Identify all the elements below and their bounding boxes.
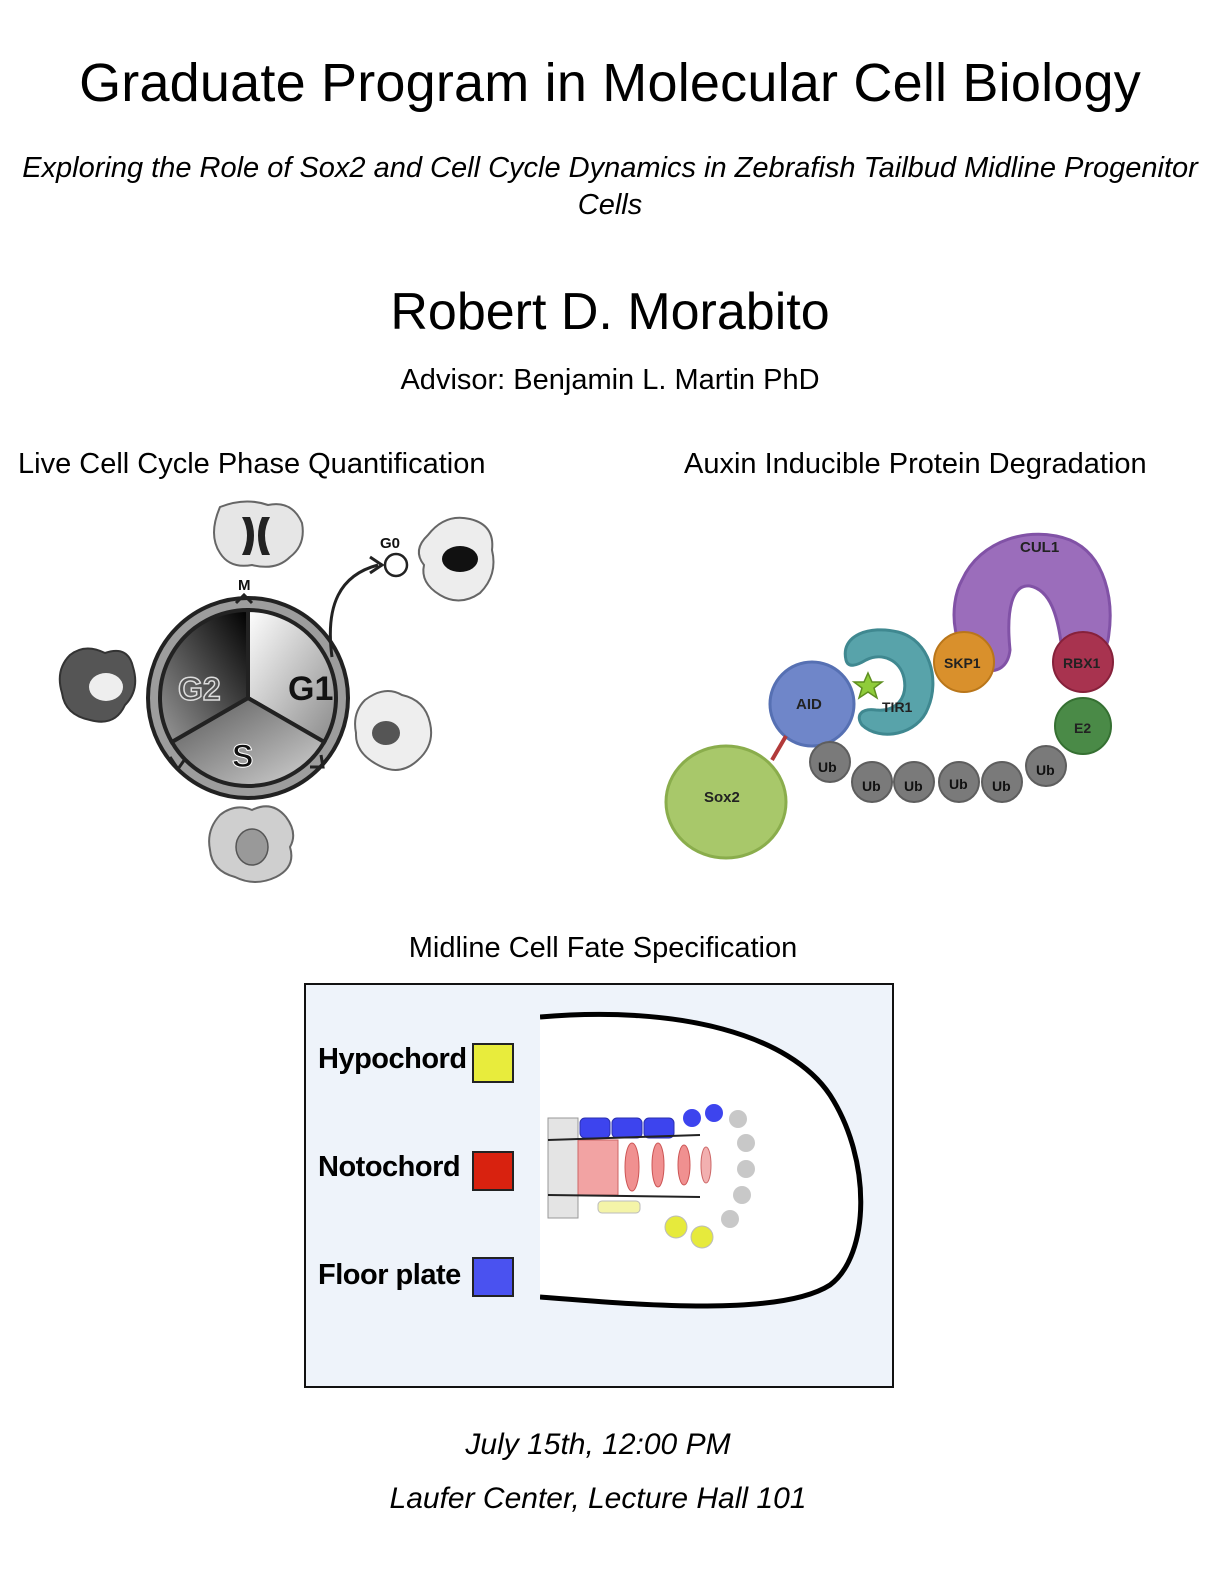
protein-label-skp1: SKP1 <box>944 655 981 671</box>
protein-label-rbx1: RBX1 <box>1063 655 1101 671</box>
event-location: Laufer Center, Lecture Hall 101 <box>389 1482 807 1515</box>
legend-label-hypochord: Hypochord <box>318 1043 467 1075</box>
auxin-degradation-diagram: CUL1 SKP1 RBX1 E2 TIR1 AID Sox2 Ub Ub Ub… <box>664 532 1114 860</box>
midline-figure-panel: Hypochord Notochord Floor plate <box>304 983 894 1388</box>
legend-label-notochord: Notochord <box>318 1151 461 1183</box>
advisor-line: Advisor: Benjamin L. Martin PhD <box>400 364 820 396</box>
ubiquitin-chain <box>809 741 1067 803</box>
cell-s <box>208 805 295 883</box>
protein-rbx1 <box>1052 631 1114 693</box>
ub-label: Ub <box>862 778 881 794</box>
g0-exit-arrow <box>328 563 379 658</box>
protein-label-tir1: TIR1 <box>882 699 913 715</box>
protein-label-e2: E2 <box>1074 720 1091 736</box>
auxin-star-icon <box>851 671 885 700</box>
event-date: July 15th, 12:00 PM <box>465 1428 731 1461</box>
program-title: Graduate Program in Molecular Cell Biolo… <box>79 53 1141 113</box>
ub-label: Ub <box>992 778 1011 794</box>
protein-aid <box>768 660 856 748</box>
protein-label-cul1: CUL1 <box>1020 539 1059 556</box>
ub-label: Ub <box>1036 762 1055 778</box>
protein-skp1 <box>933 631 995 693</box>
phase-label-s: S <box>232 738 253 774</box>
ub-label: Ub <box>818 759 837 775</box>
cell-g2 <box>58 647 137 723</box>
protein-label-aid: AID <box>796 696 822 713</box>
notochord-cells <box>547 1117 712 1219</box>
phase-label-g1: G1 <box>288 670 333 708</box>
tailbud-outline <box>540 1011 864 1309</box>
phase-s-sector <box>169 695 327 788</box>
protein-tir1 <box>843 628 935 736</box>
hypochord-cells <box>597 1200 714 1249</box>
ub-label: Ub <box>949 776 968 792</box>
cell-cycle-diagram: G1 S G2 M G0 <box>58 500 495 883</box>
protein-sox2 <box>664 744 788 860</box>
ub-label: Ub <box>904 778 923 794</box>
section-label-auxin: Auxin Inducible Protein Degradation <box>684 448 1147 480</box>
legend-swatch-floor-plate <box>472 1257 514 1297</box>
cell-mitosis <box>213 500 304 568</box>
g0-circle <box>383 552 409 578</box>
legend-swatch-hypochord <box>472 1043 514 1083</box>
protein-e2 <box>1054 697 1112 755</box>
talk-title: Exploring the Role of Sox2 and Cell Cycl… <box>22 152 1198 221</box>
g0-label: G0 <box>380 535 400 552</box>
phase-label-g2: G2 <box>178 671 221 707</box>
progenitor-cells <box>721 1110 755 1228</box>
tailbud-diagram <box>540 1011 864 1309</box>
legend-label-floor-plate: Floor plate <box>318 1259 461 1291</box>
cell-g0 <box>417 516 495 602</box>
speaker-name: Robert D. Morabito <box>390 283 830 341</box>
floor-plate-cells <box>579 1104 723 1139</box>
section-label-cell-cycle: Live Cell Cycle Phase Quantification <box>18 448 486 480</box>
cell-g1 <box>354 690 433 771</box>
protein-label-sox2: Sox2 <box>704 789 740 806</box>
section-label-midline: Midline Cell Fate Specification <box>408 932 798 964</box>
phase-g2-sector <box>158 607 250 745</box>
m-phase-label: M <box>238 577 251 594</box>
legend-swatch-notochord <box>472 1151 514 1191</box>
